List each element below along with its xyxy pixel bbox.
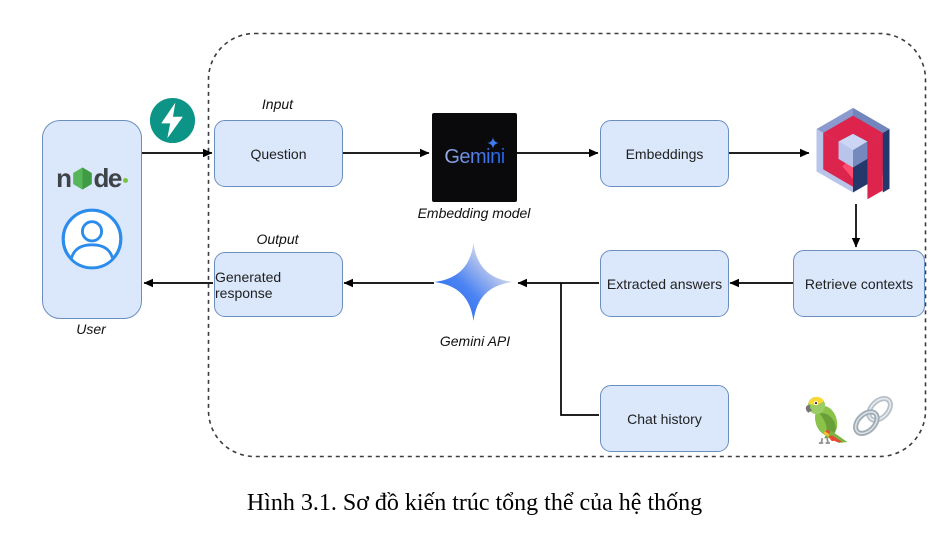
- gemini-logo: Gemini: [432, 113, 517, 202]
- nodejs-logo-text: de: [93, 163, 123, 193]
- embedding-model-label: Embedding model: [417, 205, 531, 221]
- retrieve-contexts-box: Retrieve contexts: [793, 250, 925, 317]
- figure-caption: Hình 3.1. Sơ đồ kiến trúc tổng thể của h…: [246, 490, 703, 516]
- extracted-answers-box: Extracted answers: [600, 250, 729, 317]
- retrieve-contexts-box-label: Retrieve contexts: [804, 275, 914, 292]
- chain-link-icon: [853, 396, 893, 436]
- question-box: Question: [214, 120, 343, 187]
- nodejs-logo: n de: [43, 165, 141, 191]
- chat-history-box-label: Chat history: [627, 410, 702, 427]
- generated-response-box-label: Generated response: [215, 268, 282, 301]
- input-label: Input: [261, 96, 294, 112]
- gemini-sparkle-icon: [487, 137, 499, 149]
- user-label: User: [76, 321, 106, 337]
- fastapi-bolt-icon: [149, 97, 196, 144]
- nodejs-hexagon-icon: [72, 167, 92, 189]
- user-client-node: n de: [42, 120, 142, 319]
- gemini-wordmark: Gemini: [444, 146, 505, 168]
- output-label: Output: [256, 231, 299, 247]
- gemini-star-icon: [434, 243, 513, 321]
- embeddings-box: Embeddings: [600, 120, 729, 187]
- nodejs-dot-icon: [122, 177, 128, 183]
- user-avatar-icon: [61, 208, 123, 270]
- parrot-icon: [805, 396, 848, 444]
- gemini-api-label: Gemini API: [439, 333, 511, 349]
- embeddings-box-label: Embeddings: [625, 145, 704, 162]
- extracted-answers-box-label: Extracted answers: [606, 275, 723, 292]
- generated-response-box: Generated response: [214, 252, 343, 317]
- question-box-label: Question: [250, 145, 307, 162]
- qdrant-cube-icon: [816, 107, 890, 200]
- langchain-logo: [804, 392, 896, 444]
- nodejs-logo-text: n: [56, 163, 72, 193]
- chat-history-box: Chat history: [600, 385, 729, 452]
